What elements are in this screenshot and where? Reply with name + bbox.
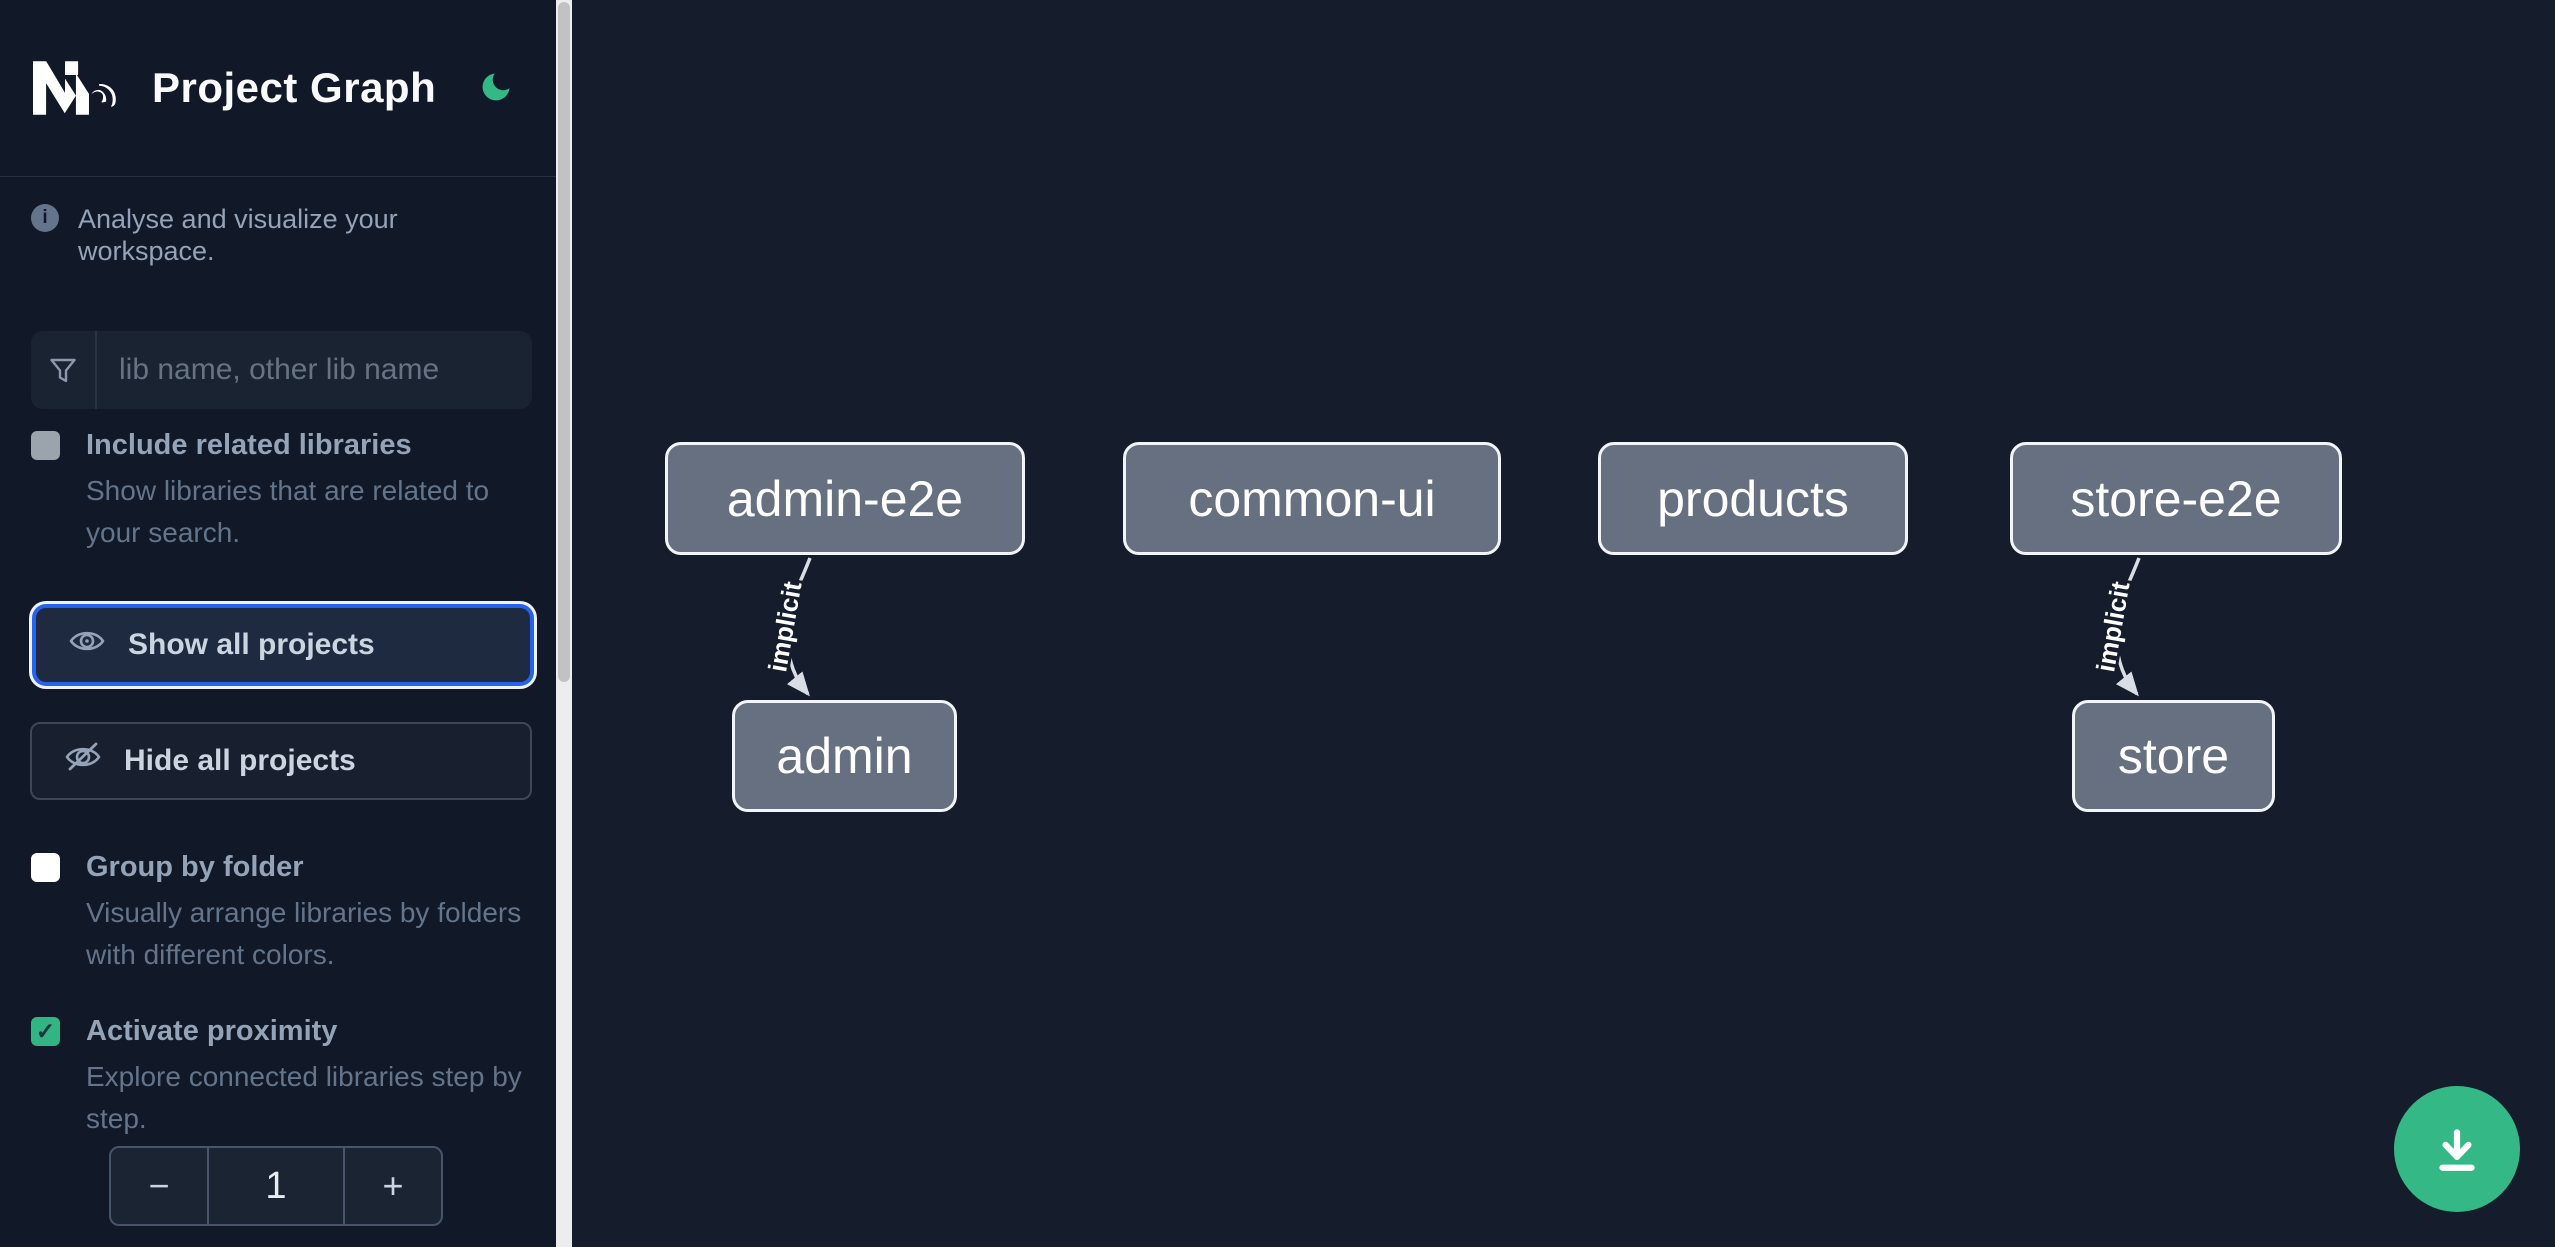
show-all-projects-button[interactable]: Show all projects bbox=[36, 608, 530, 682]
info-icon bbox=[31, 204, 59, 232]
project-filter-box bbox=[31, 331, 532, 409]
filter-funnel-icon bbox=[31, 331, 97, 409]
edge-admin-e2e-to-admin bbox=[784, 557, 812, 697]
graph-edges-layer: implicit implicit bbox=[759, 557, 2141, 697]
increment-button[interactable]: + bbox=[345, 1148, 441, 1224]
app-title: Project Graph bbox=[152, 64, 437, 111]
sidebar-scrollbar-thumb[interactable] bbox=[558, 2, 570, 682]
node-common-ui[interactable]: common-ui bbox=[1123, 442, 1501, 555]
sidebar-scrollbar-track bbox=[556, 0, 572, 1247]
nx-logo-icon bbox=[28, 45, 124, 131]
include-related-label: Include related libraries bbox=[86, 429, 412, 461]
group-by-folder-description: Visually arrange libraries by folders wi… bbox=[86, 897, 522, 970]
include-related-checkbox[interactable] bbox=[31, 431, 60, 460]
edge-label-implicit: implicit bbox=[2090, 579, 2135, 674]
activate-proximity-checkbox[interactable]: ✓ bbox=[31, 1017, 60, 1046]
edge-store-e2e-to-store bbox=[2113, 557, 2141, 697]
proximity-depth-stepper: − 1 + bbox=[109, 1146, 443, 1226]
show-all-projects-label: Show all projects bbox=[128, 628, 375, 661]
hide-all-projects-label: Hide all projects bbox=[124, 744, 356, 777]
group-by-folder-checkbox[interactable] bbox=[31, 853, 60, 882]
sidebar-header: Project Graph bbox=[0, 0, 556, 177]
node-products[interactable]: products bbox=[1598, 442, 1908, 555]
group-by-folder-option: Group by folder Visually arrange librari… bbox=[31, 850, 532, 976]
dark-mode-toggle[interactable] bbox=[476, 68, 516, 108]
sidebar: Project Graph Analyse and visualize your… bbox=[0, 0, 556, 1247]
moon-icon bbox=[478, 69, 514, 108]
workspace-tagline-row: Analyse and visualize your workspace. bbox=[31, 203, 531, 267]
download-graph-button[interactable] bbox=[2394, 1086, 2520, 1212]
node-store[interactable]: store bbox=[2072, 700, 2275, 812]
graph-canvas[interactable]: implicit implicit admin-e2e common-ui pr… bbox=[572, 0, 2555, 1247]
node-admin[interactable]: admin bbox=[732, 700, 957, 812]
eye-icon bbox=[68, 626, 106, 664]
activate-proximity-description: Explore connected libraries step by step… bbox=[86, 1061, 522, 1134]
download-icon bbox=[2430, 1121, 2484, 1178]
search-input[interactable] bbox=[97, 331, 532, 409]
include-related-description: Show libraries that are related to your … bbox=[86, 475, 490, 548]
include-related-option: Include related libraries Show libraries… bbox=[31, 428, 532, 554]
group-by-folder-label: Group by folder bbox=[86, 851, 304, 883]
eye-off-icon bbox=[64, 741, 102, 781]
check-icon: ✓ bbox=[35, 1018, 56, 1044]
proximity-depth-value: 1 bbox=[207, 1148, 345, 1224]
activate-proximity-label: Activate proximity bbox=[86, 1015, 338, 1047]
activate-proximity-option: ✓ Activate proximity Explore connected l… bbox=[31, 1014, 532, 1140]
node-store-e2e[interactable]: store-e2e bbox=[2010, 442, 2342, 555]
decrement-button[interactable]: − bbox=[111, 1148, 207, 1224]
hide-all-projects-button[interactable]: Hide all projects bbox=[30, 722, 532, 800]
edge-label-implicit: implicit bbox=[762, 579, 807, 674]
workspace-tagline: Analyse and visualize your workspace. bbox=[78, 204, 398, 266]
node-admin-e2e[interactable]: admin-e2e bbox=[665, 442, 1025, 555]
